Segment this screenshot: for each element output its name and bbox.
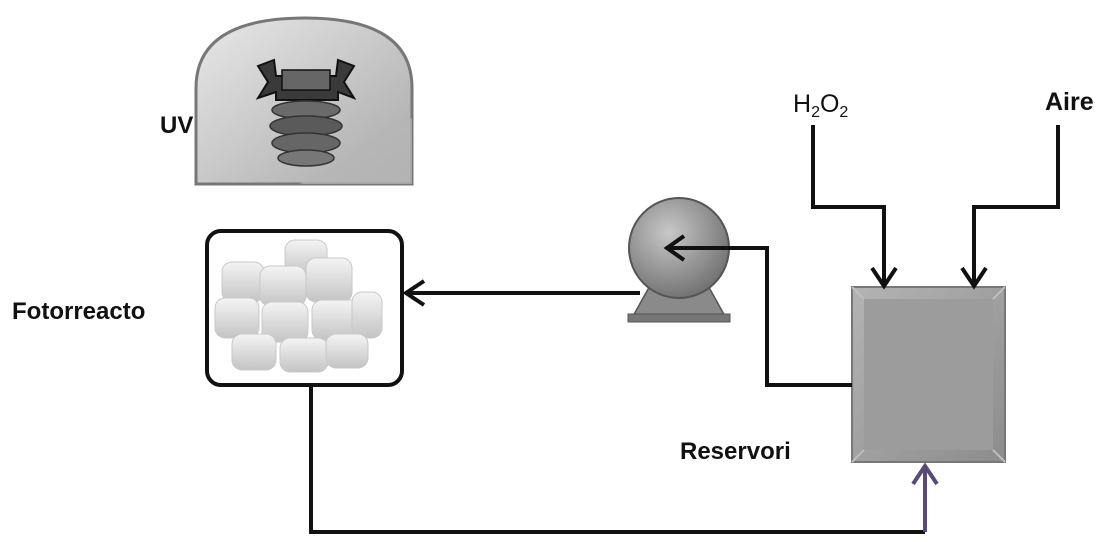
uv-label: UV (160, 112, 194, 139)
arrowhead-reservoir-return (911, 462, 939, 486)
h2o2-h: H (793, 90, 812, 118)
line-reservoir-to-pump (668, 246, 852, 387)
line-return-to-reservoir (309, 385, 925, 534)
line-aire-feed (972, 125, 1060, 285)
aire-label: Aire (1045, 88, 1094, 116)
arrowhead-aire (960, 266, 988, 290)
arrowhead-pump (663, 234, 686, 262)
reservoir-label: Reservori (680, 438, 791, 465)
arrowhead-h2o2 (870, 266, 898, 290)
h2o2-label: H2O2 (793, 90, 848, 122)
uv-lamp-icon (255, 58, 357, 167)
reservoir-tank (851, 286, 1006, 463)
h2o2-o: O (819, 90, 840, 118)
arrowhead-photoreactor (402, 279, 426, 307)
pump (627, 197, 731, 323)
line-h2o2-feed (811, 125, 886, 285)
flow-lines (309, 125, 1060, 534)
uv-lamp-housing (194, 16, 414, 186)
photoreactor (205, 229, 404, 387)
h2o2-sub-1: 2 (811, 104, 820, 121)
photoreactor-label: Fotorreacto (12, 298, 146, 325)
photoreactor-tubes (214, 239, 383, 373)
h2o2-sub-2: 2 (839, 104, 849, 121)
